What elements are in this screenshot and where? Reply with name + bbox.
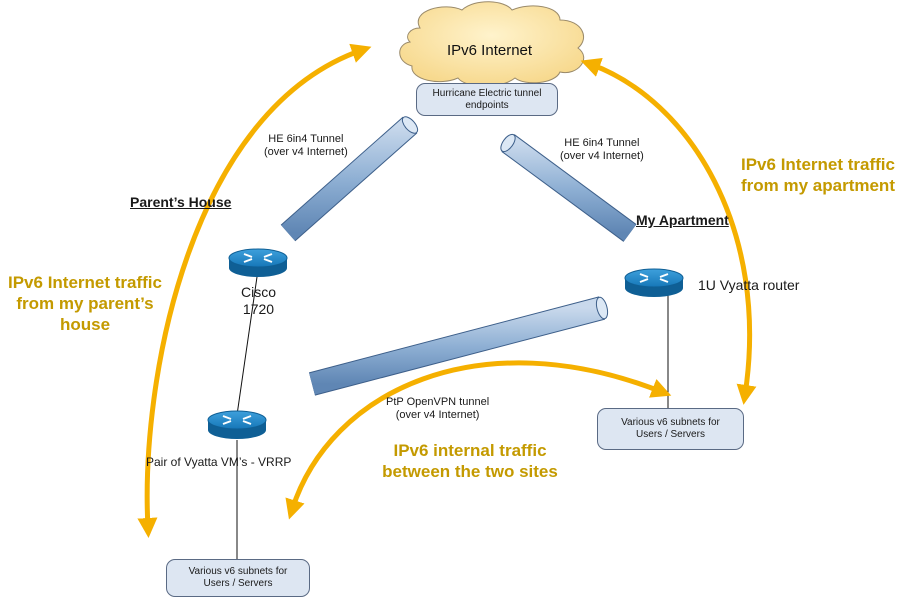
my-apartment-heading: My Apartment bbox=[636, 212, 729, 228]
vyatta-1u-label: 1U Vyatta router bbox=[698, 277, 800, 293]
parents-house-heading: Parent’s House bbox=[130, 194, 232, 210]
parents-traffic-label: IPv6 Internet traffic from my parent’s h… bbox=[8, 273, 162, 334]
cisco-router-label: Cisco 1720 bbox=[241, 284, 277, 317]
ipv6-internet-cloud bbox=[399, 1, 585, 87]
he-left-tunnel-label: HE 6in4 Tunnel (over v4 Internet) bbox=[264, 133, 348, 158]
apartment-traffic-label: IPv6 Internet traffic from my apartment bbox=[741, 155, 895, 195]
internet-label: IPv6 Internet bbox=[447, 42, 533, 59]
router-cisco-icon bbox=[228, 248, 288, 277]
he-endpoints-label: Hurricane Electric tunnel endpoints bbox=[432, 87, 542, 111]
internal-traffic-label: IPv6 internal traffic between the two si… bbox=[382, 441, 558, 481]
arrow-internal-traffic bbox=[285, 360, 672, 520]
subnet-box-left: Various v6 subnets for Users / Servers bbox=[166, 559, 310, 597]
he-right-tunnel-label: HE 6in4 Tunnel (over v4 Internet) bbox=[560, 137, 644, 162]
ptp-tunnel-label: PtP OpenVPN tunnel (over v4 Internet) bbox=[386, 396, 490, 421]
vyatta-pair-label: Pair of Vyatta VM’s - VRRP bbox=[146, 455, 292, 469]
router-vyatta-pair-icon bbox=[207, 410, 267, 439]
he-endpoints-box: Hurricane Electric tunnel endpoints bbox=[416, 83, 558, 116]
arrow-apartment-traffic bbox=[580, 57, 757, 405]
arrow-parents-traffic bbox=[137, 43, 372, 538]
router-vyatta-1u-icon bbox=[624, 268, 684, 297]
subnet-box-right: Various v6 subnets for Users / Servers bbox=[597, 408, 744, 450]
